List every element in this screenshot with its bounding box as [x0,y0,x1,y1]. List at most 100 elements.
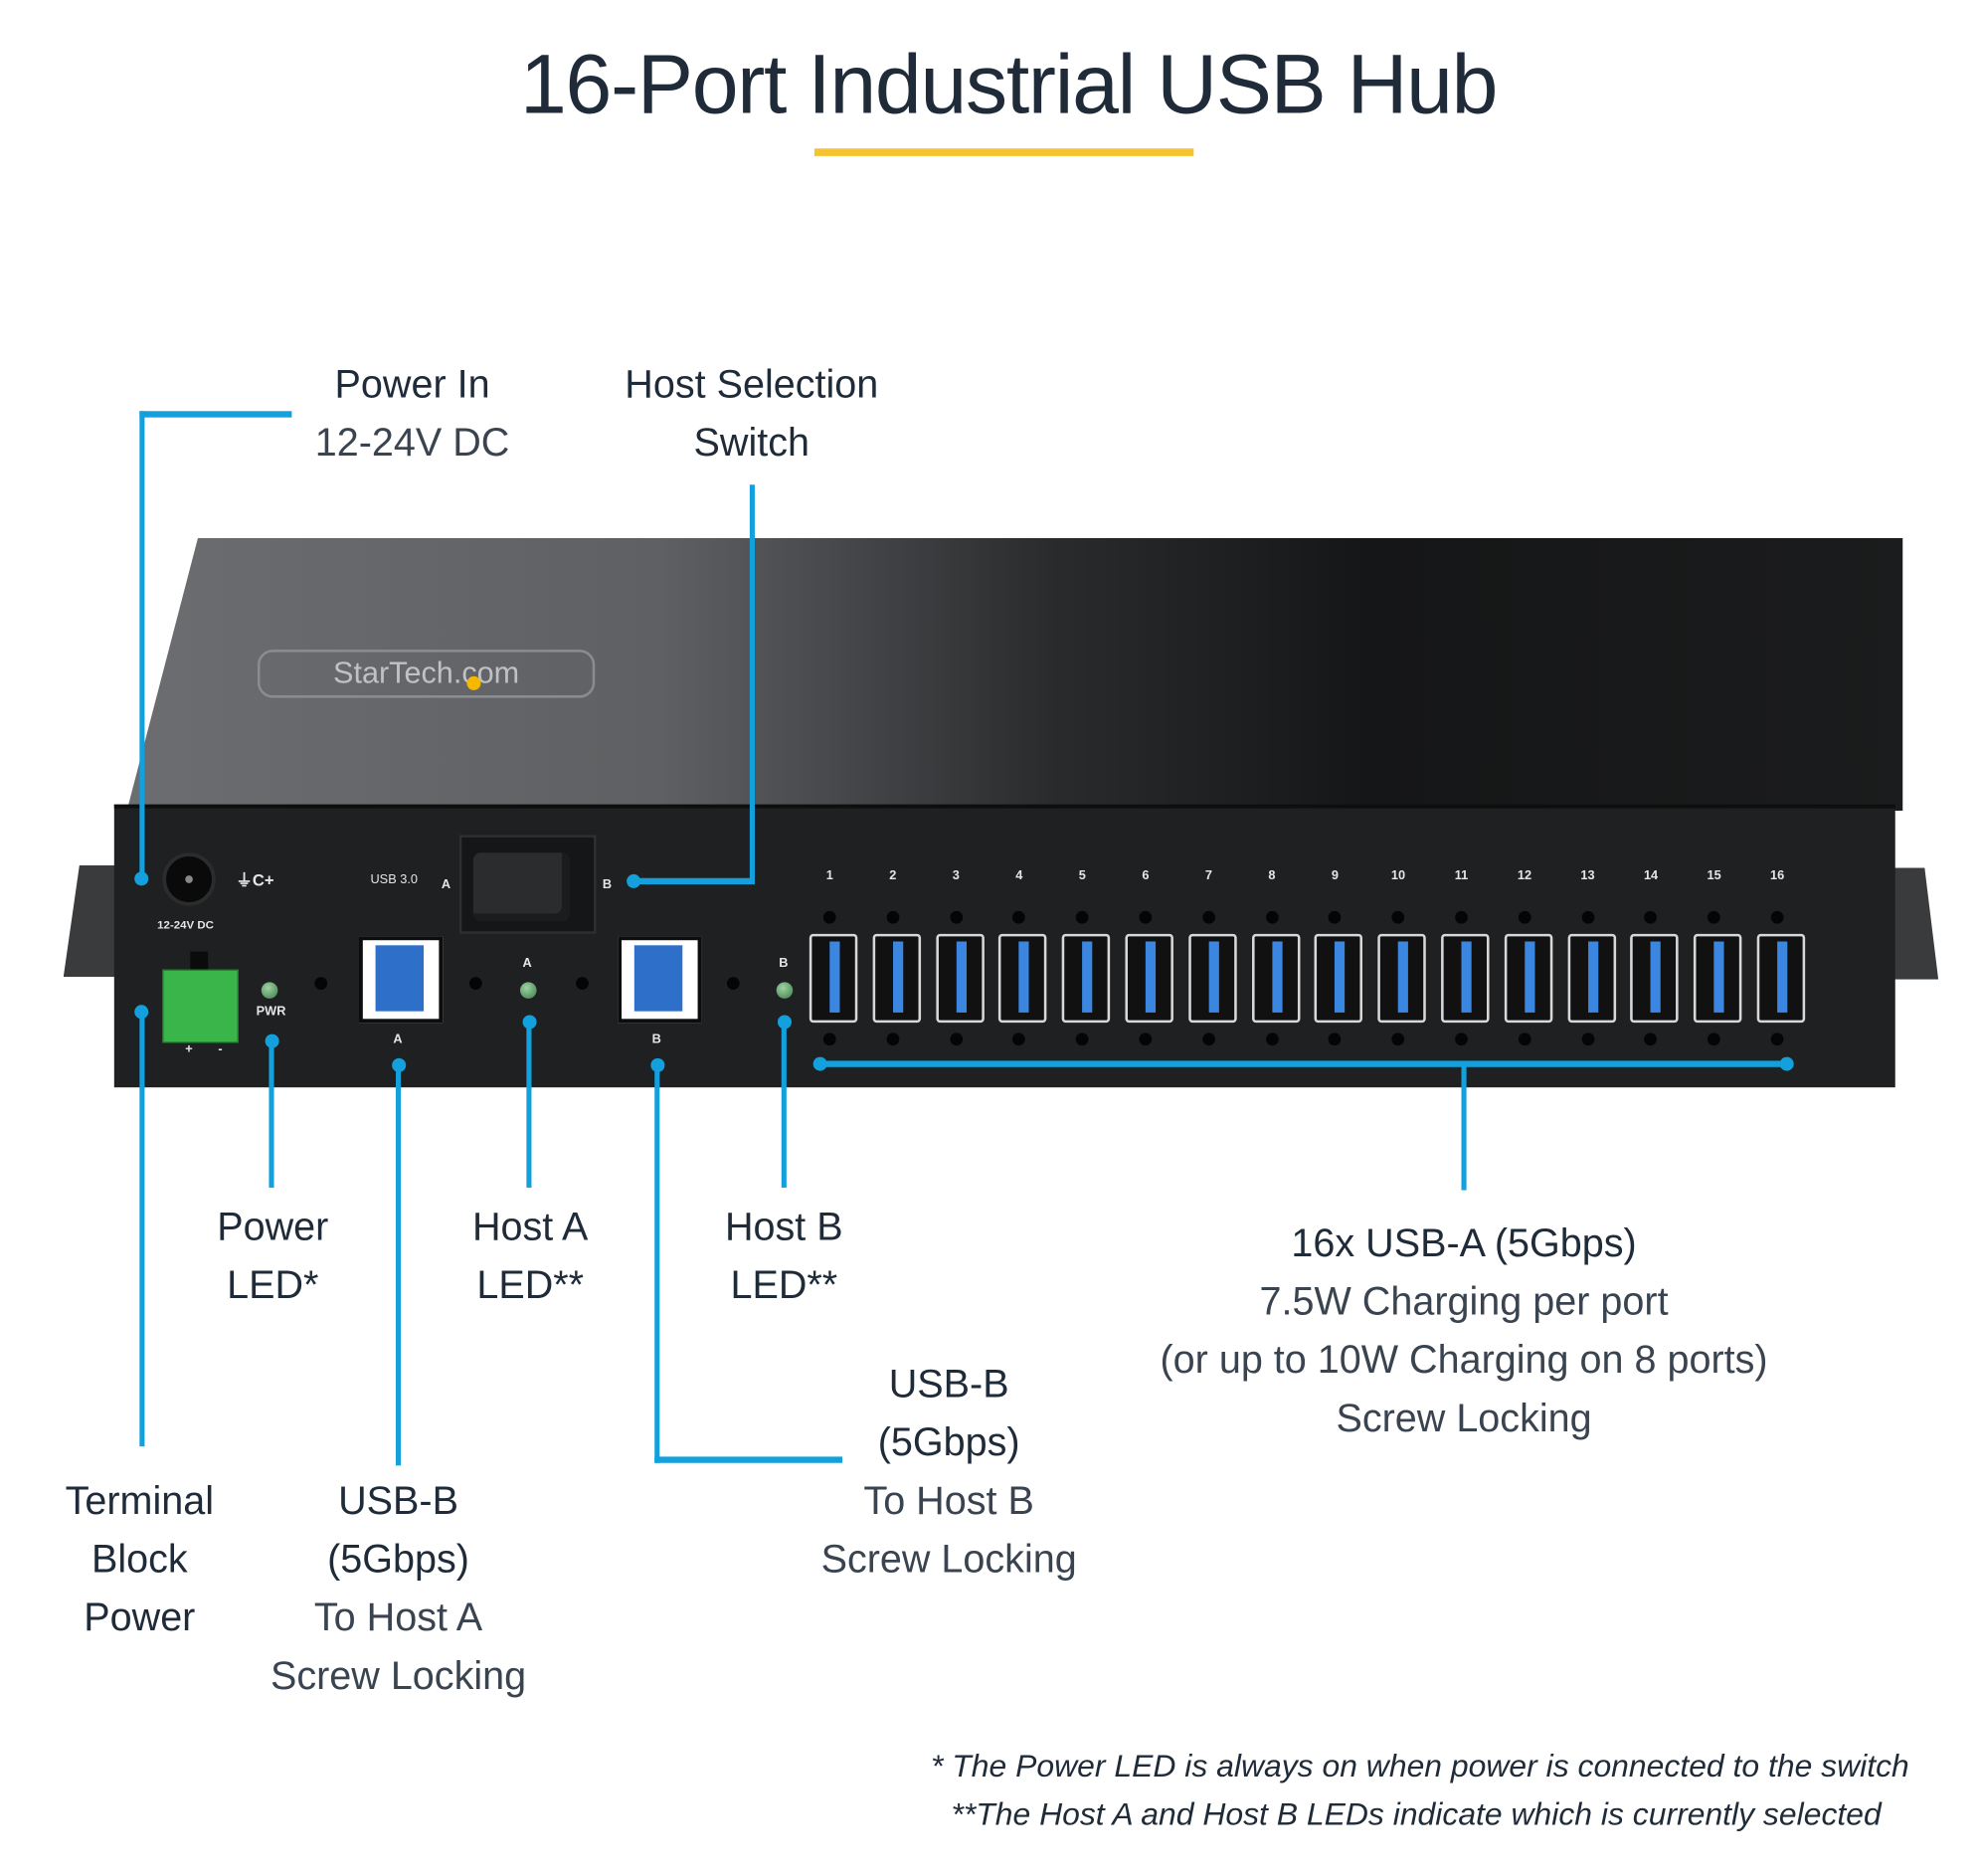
screw-hole [1644,1032,1658,1046]
callout-line-ports-v [1461,1062,1467,1191]
host-selection-rocker[interactable] [472,852,570,922]
screw-hole [1770,910,1784,924]
screw-hole [1012,910,1026,924]
label-usb-b-host-a: USB-B (5Gbps) To Host A Screw Locking [249,1472,548,1706]
usb-a-port-12[interactable] [1504,933,1553,1024]
footnote-power-led: * The Power LED is always on when power … [931,1748,1909,1784]
label-terminal-block: Terminal Block Power [28,1472,252,1647]
callout-line-usb-b-b-v [654,1061,660,1463]
callout-line-ports-h [816,1060,1789,1067]
dc-power-jack [162,852,216,906]
callout-dot-power-in [134,871,149,886]
screw-hole [1265,1032,1279,1046]
brand-logo-text: StarTech.com [333,656,520,690]
screw-hole [886,1032,900,1046]
label-power-in-detail: 12-24V DC [314,420,510,465]
mounting-ear-left [63,864,117,978]
port-number-label: 14 [1643,868,1659,883]
usb-a-port-10[interactable] [1377,933,1427,1024]
switch-b-silk: B [602,877,613,892]
usb-a-port-8[interactable] [1251,933,1300,1024]
host-b-led [776,982,794,999]
brand-logo: StarTech.com [257,650,596,698]
port-a-silk: A [393,1032,403,1047]
screw-hole [822,910,836,924]
screw-hole [1581,1032,1594,1046]
label-usb-a-detail2: (or up to 10W Charging on 8 ports) [1160,1337,1768,1383]
screw-hole [1770,1032,1784,1046]
screw-hole [1012,1032,1026,1046]
terminal-minus-silk: - [218,1042,223,1057]
port-number-label: 1 [825,868,833,883]
port-number-label: 13 [1580,868,1595,883]
terminal-block-tab [190,951,209,970]
label-usb-a-detail3: Screw Locking [1336,1396,1592,1440]
callout-line-switch-h [631,877,755,885]
host-a-led [519,982,537,999]
label-usb-b-b-detail2: Screw Locking [820,1536,1077,1582]
label-power-led-line2: LED* [227,1262,319,1307]
label-host-switch-line1: Host Selection [625,361,879,407]
screw-hole [1518,1032,1531,1046]
dc-polarity-symbol: ⏚C+ [236,870,274,890]
usb-a-port-7[interactable] [1187,933,1237,1024]
usb-a-port-15[interactable] [1694,933,1742,1024]
callout-line-switch-v [749,484,755,883]
screw-hole [1075,910,1089,924]
screw-hole [1708,910,1720,924]
title-underline [813,148,1194,156]
usb-a-port-3[interactable] [935,933,985,1024]
label-usb-b-a-line1: USB-B [338,1478,458,1523]
usb-a-port-6[interactable] [1125,933,1173,1024]
screw-hole [1455,1032,1468,1046]
screw-hole [1391,910,1405,924]
usb-b-port-host-b[interactable] [618,936,702,1024]
label-usb-b-a-detail1: To Host A [313,1595,483,1640]
usb-a-port-4[interactable] [998,933,1047,1024]
label-host-a-led: Host A LED** [423,1198,638,1314]
usb-a-port-5[interactable] [1061,933,1111,1024]
label-power-led: Power LED* [165,1198,381,1314]
usb-a-port-16[interactable] [1756,933,1806,1024]
screw-hole [1581,910,1594,924]
port-number-label: 15 [1707,868,1721,883]
label-host-switch-line2: Switch [693,420,810,465]
usb-a-port-1[interactable] [809,933,858,1024]
screw-hole [1644,910,1658,924]
dc-voltage-silk: 12-24V DC [157,918,214,932]
usb-b-port-host-a[interactable] [358,936,444,1024]
usb-a-port-14[interactable] [1630,933,1680,1024]
label-usb-a-detail1: 7.5W Charging per port [1259,1278,1669,1324]
screw-hole [1708,1032,1720,1046]
usb-a-port-2[interactable] [872,933,921,1024]
screw-hole [949,910,963,924]
port-number-label: 7 [1204,868,1212,883]
usb-a-port-9[interactable] [1315,933,1363,1024]
screw-hole [1202,1032,1215,1046]
screw-hole [1202,910,1215,924]
callout-line-usb-b-a [395,1061,402,1466]
callout-dot-ports-right [1779,1056,1794,1071]
label-usb-b-b-line1: USB-B [888,1361,1009,1407]
label-usb-a-title: 16x USB-A (5Gbps) [1291,1220,1637,1265]
label-host-a-led-line1: Host A [471,1204,589,1249]
label-usb-b-a-line2: (5Gbps) [327,1536,469,1582]
label-usb-b-a-detail2: Screw Locking [270,1653,527,1698]
footnote-host-leds: **The Host A and Host B LEDs indicate wh… [951,1796,1882,1832]
screw-hole [1139,910,1153,924]
usb-a-port-11[interactable] [1441,933,1490,1024]
port-number-label: 2 [889,868,897,883]
screw-hole [1139,1032,1153,1046]
screw-hole [886,910,900,924]
usb-a-port-13[interactable] [1567,933,1616,1024]
port-number-label: 3 [952,868,960,883]
switch-a-silk: A [441,877,451,892]
label-power-led-line1: Power [217,1204,329,1249]
page-title: 16-Port Industrial USB Hub [519,36,1499,131]
port-number-label: 5 [1078,868,1086,883]
port-number-label: 11 [1454,868,1469,883]
callout-line-host-a-led [526,1019,532,1188]
callout-line-terminal [139,1009,145,1447]
label-power-in-title: Power In [334,361,490,407]
label-usb-b-host-b: USB-B (5Gbps) To Host B Screw Locking [800,1355,1099,1589]
